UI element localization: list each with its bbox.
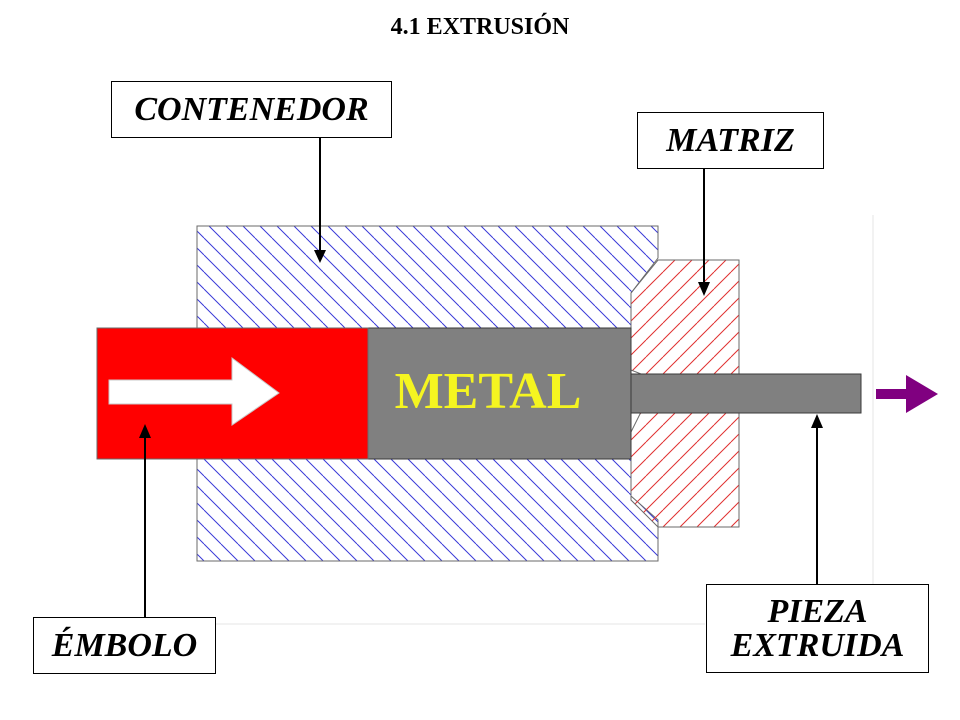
label-embolo: ÉMBOLO bbox=[33, 617, 216, 674]
label-contenedor-text: CONTENEDOR bbox=[134, 90, 369, 128]
metal-label: METAL bbox=[394, 363, 582, 420]
label-matriz-text: MATRIZ bbox=[666, 121, 795, 159]
output-direction-arrow-icon bbox=[876, 375, 938, 413]
label-embolo-text: ÉMBOLO bbox=[51, 626, 198, 664]
pointer-matriz bbox=[698, 169, 710, 296]
label-pieza-extruida: PIEZA EXTRUIDA bbox=[706, 584, 929, 673]
extruded-piece bbox=[630, 373, 862, 414]
label-pieza-line2: EXTRUIDA bbox=[730, 626, 905, 664]
label-contenedor: CONTENEDOR bbox=[111, 81, 392, 138]
pointer-contenedor bbox=[314, 138, 326, 263]
label-matriz: MATRIZ bbox=[637, 112, 824, 169]
label-pieza-line1: PIEZA bbox=[767, 592, 868, 630]
container-upper bbox=[196, 225, 659, 329]
pointer-embolo bbox=[139, 424, 151, 617]
ram-direction-arrow-icon bbox=[108, 357, 280, 426]
page-title: 4.1 EXTRUSIÓN bbox=[390, 14, 570, 40]
pointer-pieza-extruida bbox=[811, 414, 823, 584]
container-lower bbox=[196, 458, 659, 562]
